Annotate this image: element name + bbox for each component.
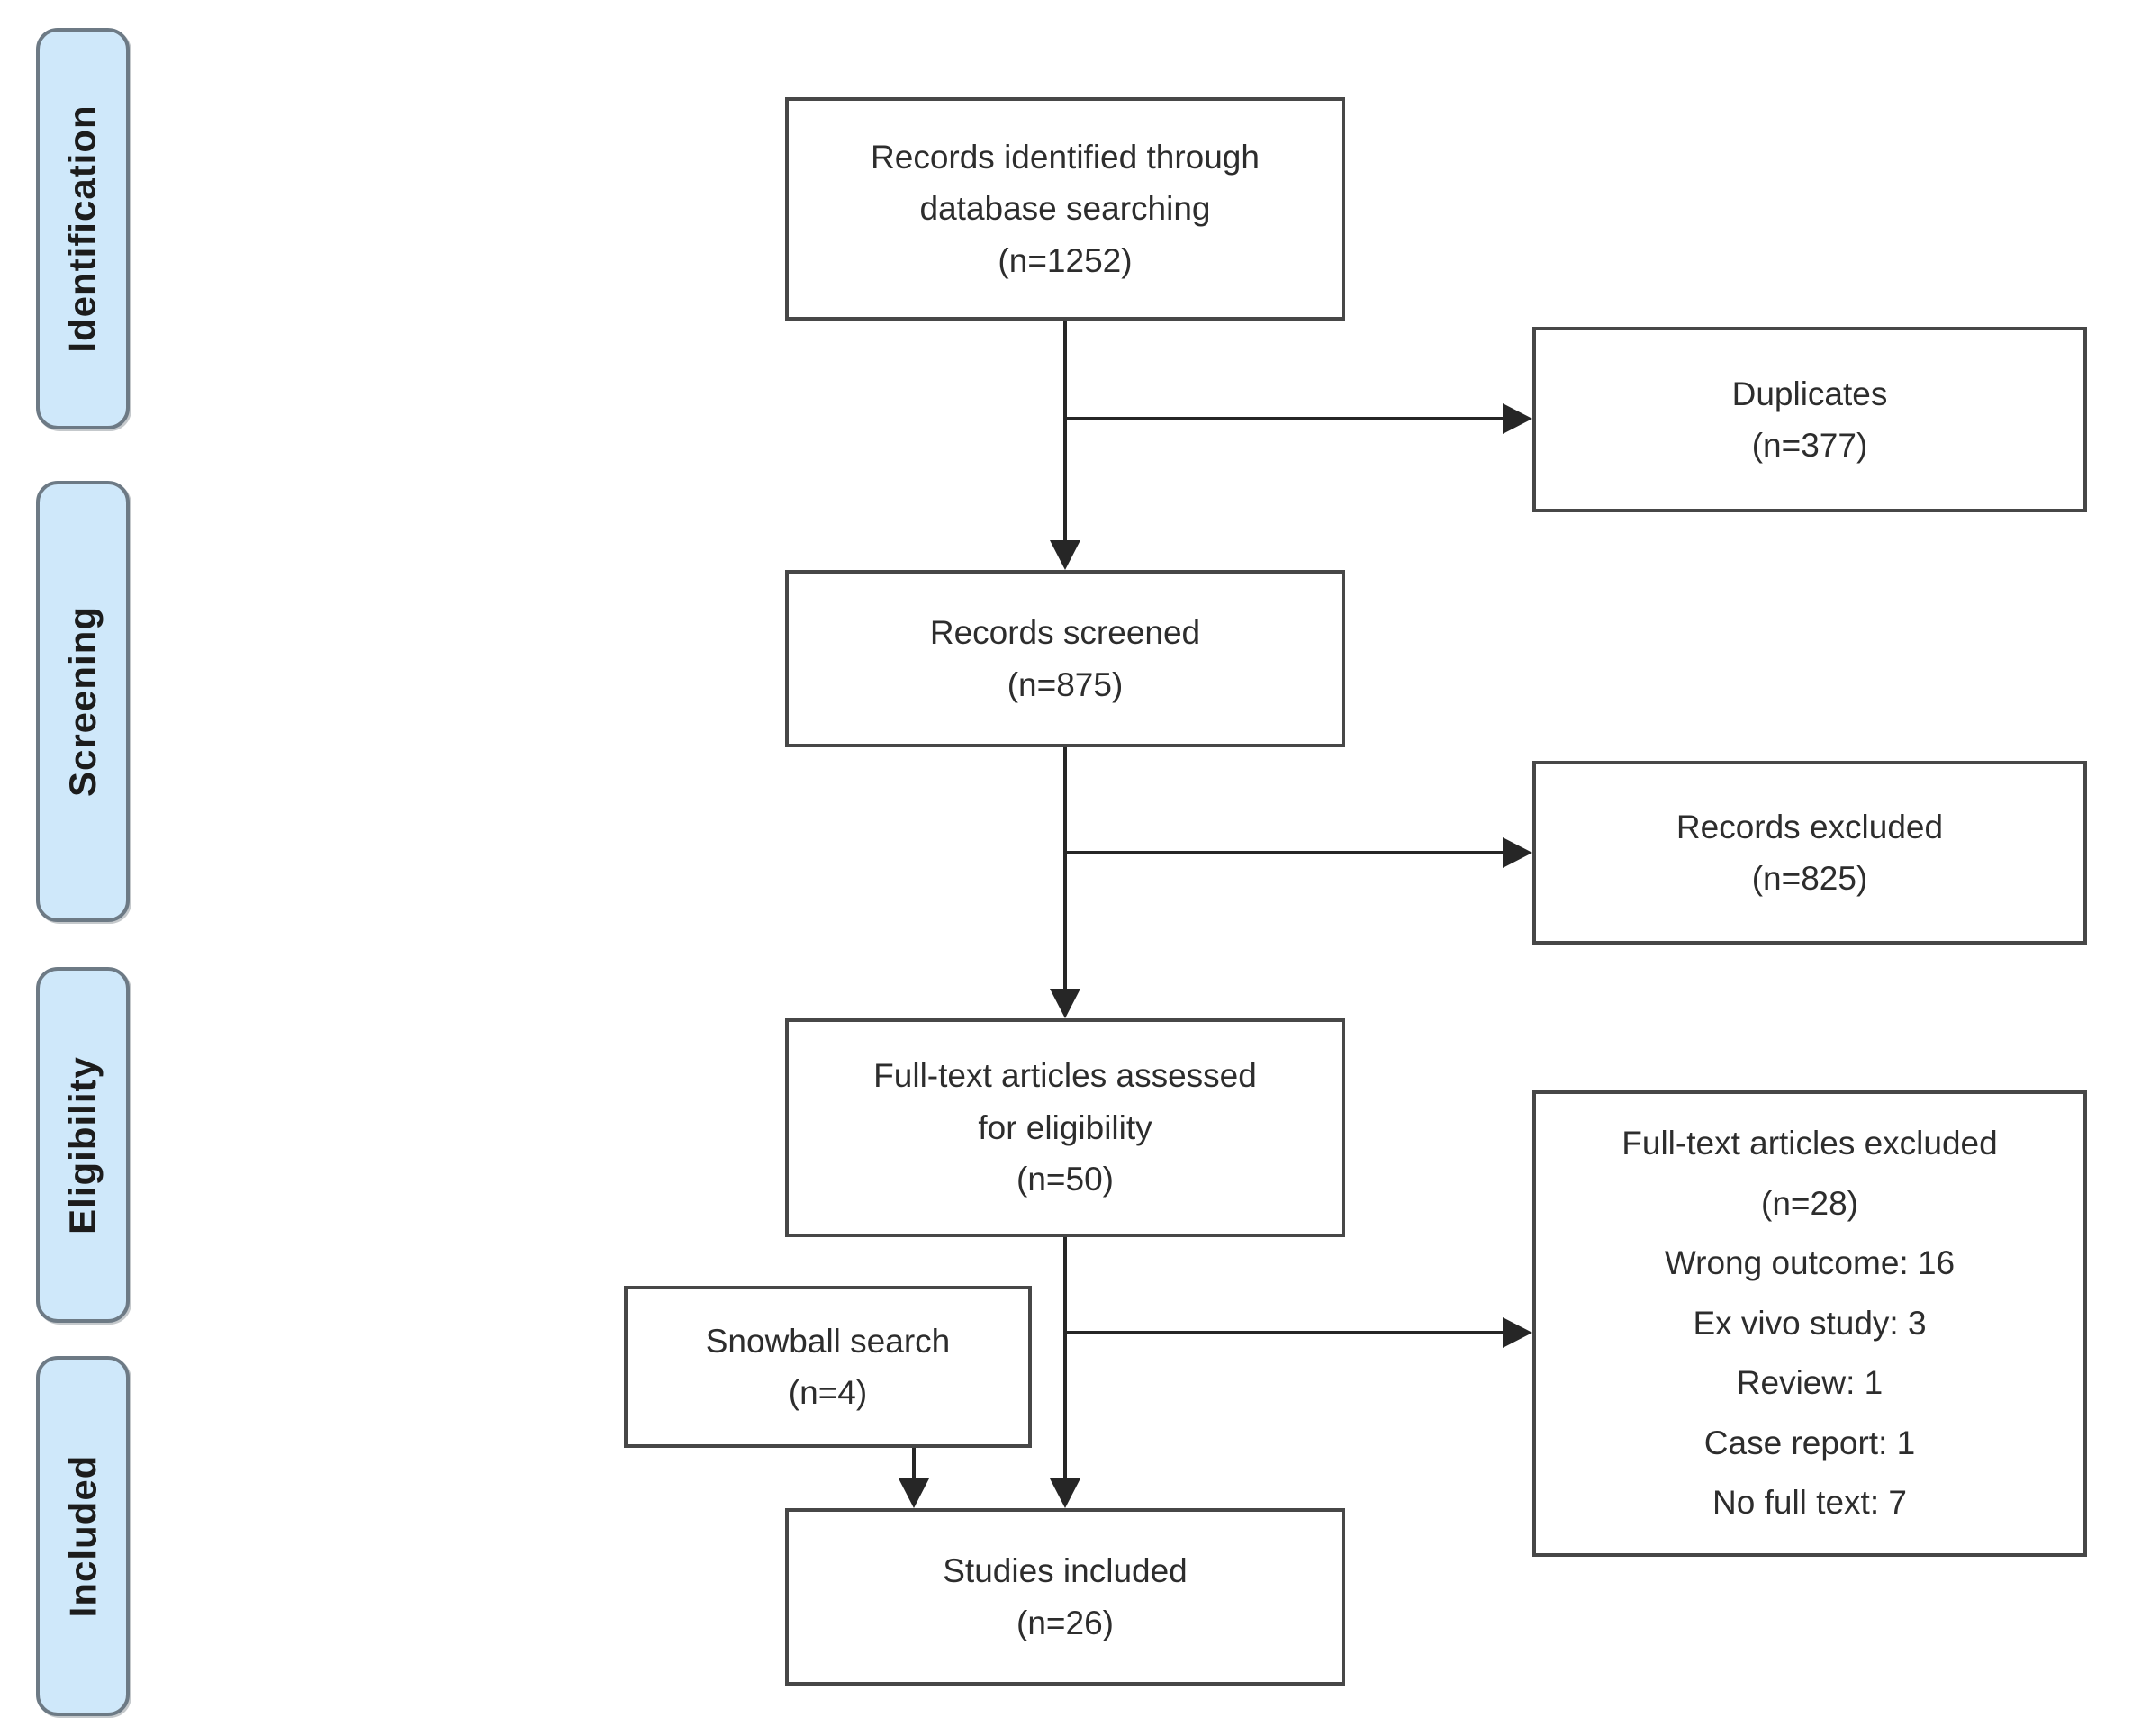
node-records-screened: Records screened (n=875) (785, 570, 1345, 747)
node-fulltext-excluded-reason-1: Wrong outcome: 16 (1664, 1244, 1956, 1282)
node-records-excluded-count: (n=825) (1751, 860, 1868, 897)
stage-screening: Screening (36, 481, 130, 922)
arrow-identified-to-duplicates-head-icon (1503, 403, 1532, 434)
node-snowball-search-line-1: Snowball search (705, 1322, 951, 1360)
node-fulltext-assessed: Full-text articles assessed for eligibil… (785, 1018, 1345, 1237)
arrow-screened-to-assessed-line (1063, 747, 1067, 994)
node-duplicates-count: (n=377) (1751, 427, 1868, 464)
node-records-excluded: Records excluded (n=825) (1532, 761, 2087, 945)
stage-eligibility-label: Eligibility (61, 1055, 104, 1234)
node-records-identified-count: (n=1252) (998, 241, 1133, 279)
node-duplicates-line-1: Duplicates (1731, 375, 1888, 412)
node-records-identified-line-1: Records identified through (871, 138, 1260, 176)
stage-eligibility: Eligibility (36, 967, 130, 1323)
arrow-snowball-to-included-head-icon (899, 1478, 929, 1508)
node-fulltext-excluded-reason-2: Ex vivo study: 3 (1693, 1304, 1927, 1342)
arrow-assessed-to-included-head-icon (1050, 1478, 1080, 1508)
stage-included-label: Included (61, 1454, 104, 1618)
arrow-assessed-to-fulltext-excluded-head-icon (1503, 1317, 1532, 1348)
arrow-snowball-to-included-line (912, 1448, 916, 1480)
node-fulltext-excluded-reason-4: Case report: 1 (1703, 1424, 1916, 1461)
node-studies-included-count: (n=26) (1016, 1604, 1114, 1641)
node-records-screened-count: (n=875) (1007, 665, 1124, 703)
node-records-screened-line-1: Records screened (929, 614, 1201, 652)
stage-identification-label: Identification (61, 104, 104, 353)
node-fulltext-excluded-reason-5: No full text: 7 (1712, 1484, 1907, 1522)
node-fulltext-assessed-count: (n=50) (1016, 1161, 1114, 1198)
node-fulltext-excluded-count: (n=28) (1761, 1184, 1858, 1222)
node-snowball-search: Snowball search (n=4) (624, 1286, 1032, 1448)
arrow-identified-to-duplicates-line (1065, 417, 1506, 420)
stage-screening-label: Screening (61, 605, 104, 798)
node-fulltext-excluded-reason-3: Review: 1 (1736, 1364, 1884, 1402)
node-fulltext-assessed-line-2: for eligibility (978, 1108, 1152, 1146)
node-studies-included: Studies included (n=26) (785, 1508, 1345, 1686)
arrow-screened-to-assessed-head-icon (1050, 989, 1080, 1018)
arrow-assessed-to-included-line (1063, 1237, 1067, 1480)
stage-included: Included (36, 1356, 130, 1716)
arrow-identified-to-screened-head-icon (1050, 540, 1080, 570)
arrow-screened-to-excluded-line (1065, 851, 1506, 854)
node-fulltext-excluded: Full-text articles excluded (n=28) Wrong… (1532, 1090, 2087, 1557)
node-records-excluded-line-1: Records excluded (1676, 808, 1944, 845)
node-fulltext-assessed-line-1: Full-text articles assessed (873, 1057, 1257, 1095)
node-records-identified: Records identified through database sear… (785, 97, 1345, 321)
stage-identification: Identification (36, 28, 130, 429)
arrow-screened-to-excluded-head-icon (1503, 837, 1532, 868)
node-duplicates: Duplicates (n=377) (1532, 327, 2087, 512)
arrow-identified-to-screened-line (1063, 321, 1067, 546)
arrow-assessed-to-fulltext-excluded-line (1065, 1331, 1506, 1334)
node-fulltext-excluded-line-1: Full-text articles excluded (1622, 1124, 1998, 1162)
node-studies-included-line-1: Studies included (943, 1552, 1188, 1590)
node-snowball-search-count: (n=4) (788, 1374, 868, 1411)
node-records-identified-line-2: database searching (919, 190, 1211, 228)
